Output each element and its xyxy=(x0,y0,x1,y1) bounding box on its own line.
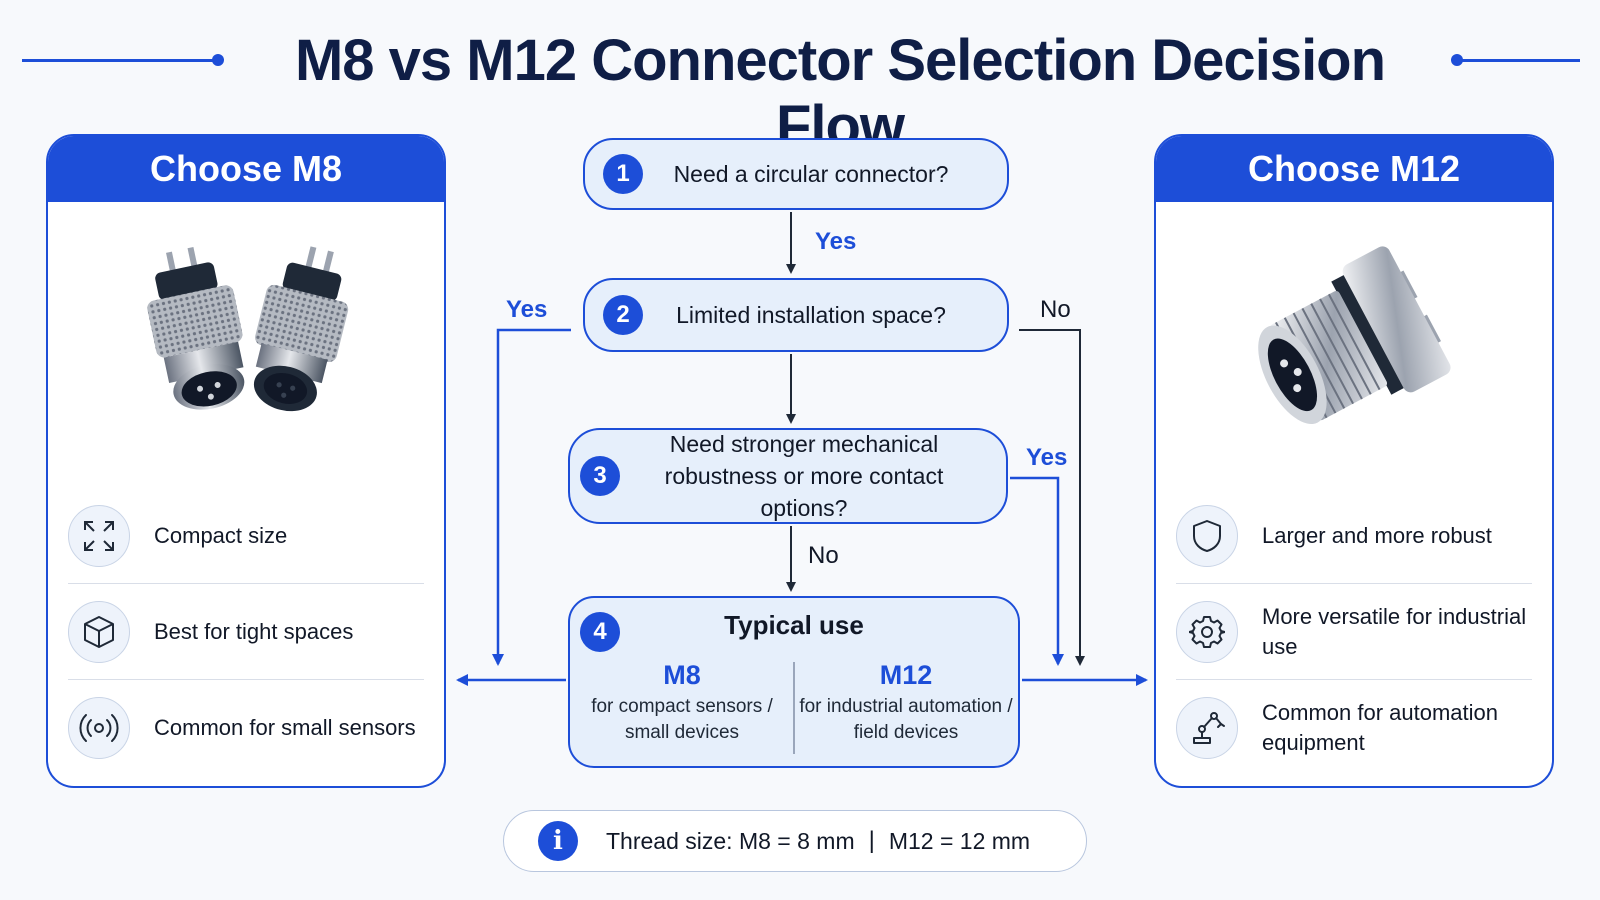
thread-size-m12: M12 = 12 mm xyxy=(888,827,1031,854)
label-step2-yes: Yes xyxy=(506,296,548,323)
step-2-question: Limited installation space? xyxy=(676,302,946,328)
m8-feature-list: Compact size Best for tight spaces Commo… xyxy=(68,488,424,776)
arrow-step2-yes-to-m8 xyxy=(492,328,571,666)
shield-icon xyxy=(1176,504,1238,567)
m8-panel: Choose M8 xyxy=(46,134,446,788)
robot-arm-icon xyxy=(1176,697,1238,759)
step-1-box: 1 Need a circular connector? xyxy=(583,138,1009,210)
typical-use-m12-desc-2: field devices xyxy=(853,722,959,743)
typical-use-m8-desc-2: small devices xyxy=(624,722,740,743)
typical-use-m8-label: M8 xyxy=(663,660,701,690)
step-3-number: 3 xyxy=(580,456,620,496)
typical-use-m12-desc-1: for industrial automation / xyxy=(799,696,1013,717)
m8-feature-text: Compact size xyxy=(154,522,288,548)
m8-panel-heading: Choose M8 xyxy=(48,136,444,202)
m12-feature-item: More versatile for industrial use xyxy=(1176,584,1532,680)
m12-feature-text: Larger and more robust xyxy=(1262,522,1492,548)
m12-panel: Choose M12 xyxy=(1154,134,1554,788)
signal-waves-icon xyxy=(68,697,130,759)
label-step3-yes: Yes xyxy=(1026,444,1068,471)
step-2-number: 2 xyxy=(603,295,643,335)
step-2-box: 2 Limited installation space? xyxy=(583,278,1009,352)
step-4-title: Typical use xyxy=(724,610,864,640)
label-step2-no: No xyxy=(1040,296,1071,323)
title-dot-left xyxy=(212,54,224,66)
step-3-box: 3 Need stronger mechanical robustness or… xyxy=(568,428,1008,524)
typical-use-m12-label: M12 xyxy=(879,660,933,690)
gear-icon xyxy=(1176,600,1238,663)
m12-feature-text: Common for automation equipment xyxy=(1262,700,1498,755)
m8-feature-item: Best for tight spaces xyxy=(68,584,424,680)
thread-size-info-bar: i Thread size: M8 = 8 mm | M12 = 12 mm xyxy=(503,810,1087,872)
page-title: M8 vs M12 Connector Selection Decision F… xyxy=(294,28,1386,159)
typical-use-m8-desc-1: for compact sensors / xyxy=(591,696,773,717)
m8-feature-text: Best for tight spaces xyxy=(154,618,354,644)
thread-size-m8: Thread size: M8 = 8 mm xyxy=(606,827,855,854)
title-rule-left xyxy=(22,59,218,62)
typical-use-m12: M12 for industrial automation / field de… xyxy=(796,658,1016,746)
typical-use-m8: M8 for compact sensors / small devices xyxy=(572,658,792,746)
step-4-box: 4 Typical use M8 for compact sensors / s… xyxy=(568,596,1020,768)
m12-connector-image xyxy=(1258,246,1451,425)
step-4-number: 4 xyxy=(580,612,620,652)
m12-feature-item: Common for automation equipment xyxy=(1176,680,1532,776)
title-row: M8 vs M12 Connector Selection Decision F… xyxy=(0,28,1600,159)
m8-connector-image xyxy=(147,246,349,412)
thread-size-separator: | xyxy=(868,827,875,854)
step-1-question: Need a circular connector? xyxy=(673,161,949,187)
m8-feature-text: Common for small sensors xyxy=(154,715,416,740)
step-1-number: 1 xyxy=(603,154,643,194)
label-step1-yes: Yes xyxy=(815,228,857,255)
typical-use-divider xyxy=(793,662,795,754)
arrow-step2-no-to-m12 xyxy=(1019,329,1085,666)
expand-arrows-icon xyxy=(68,504,130,567)
m8-feature-item: Compact size xyxy=(68,488,424,584)
m12-feature-text: More versatile for industrial use xyxy=(1262,603,1527,659)
m12-panel-heading: Choose M12 xyxy=(1156,136,1552,202)
title-rule-right xyxy=(1455,59,1580,62)
m12-feature-item: Larger and more robust xyxy=(1176,488,1532,584)
m12-feature-list: Larger and more robust More versatile fo… xyxy=(1176,488,1532,776)
arrow-step3-yes-to-m12 xyxy=(1010,476,1064,666)
label-step3-no: No xyxy=(808,542,839,569)
step-3-question: Need stronger mechanical robustness or m… xyxy=(664,431,944,521)
info-icon: i xyxy=(538,821,578,861)
cube-icon xyxy=(68,600,130,663)
m8-feature-item: Common for small sensors xyxy=(68,680,424,776)
